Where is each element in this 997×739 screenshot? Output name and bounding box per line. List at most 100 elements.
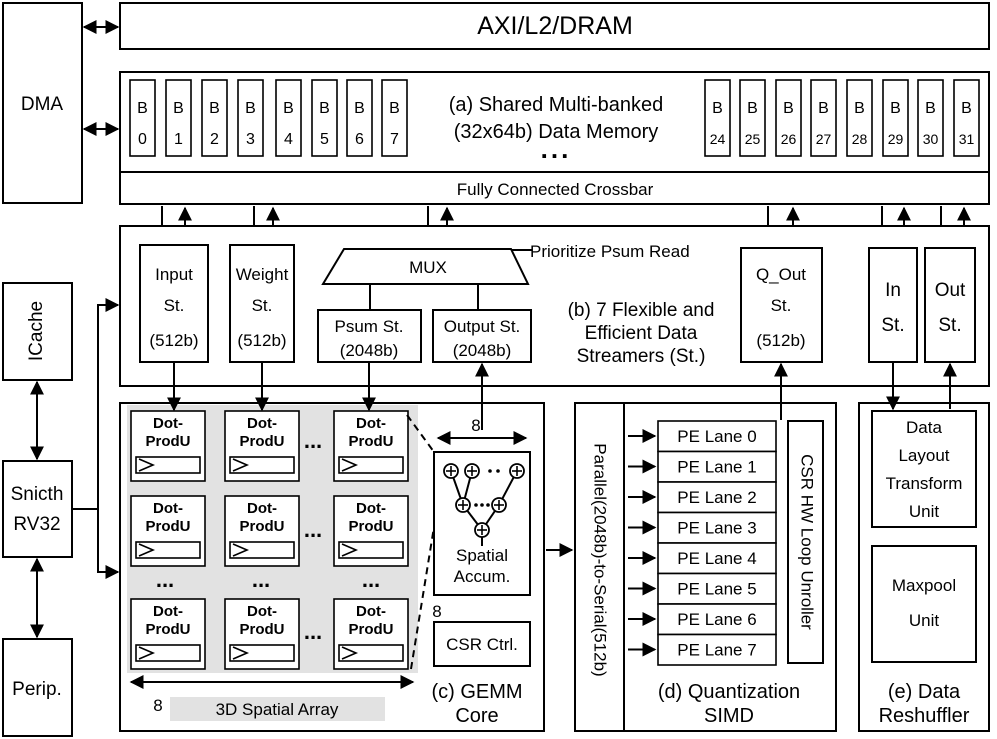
memory-bank-index: 26 [781, 131, 797, 147]
memory-bank: B1 [165, 79, 192, 157]
spatial-array-label: 3D Spatial Array [216, 700, 339, 719]
dot-prod-label-line1: Dot- [247, 500, 277, 517]
crossbar [119, 171, 990, 205]
memory-bank-index: 25 [745, 131, 761, 147]
memory-bank-prefix: B [319, 100, 330, 117]
pe-lane-label: PE Lane 1 [677, 458, 756, 477]
memory-bank-index: 5 [320, 131, 329, 148]
memory-bank-index: 28 [852, 131, 868, 147]
in-streamer-st: St. [881, 315, 904, 336]
psum-streamer-width: (2048b) [340, 341, 399, 360]
in-streamer [868, 247, 918, 363]
streamer-gemm-arrows [167, 362, 489, 430]
spatial-array-depth-label: 8 [432, 602, 441, 621]
in-streamer-name: In [885, 280, 901, 301]
q-out-streamer-st: St. [771, 296, 792, 315]
memory-bank-index: 1 [174, 131, 183, 148]
memory-bank-index: 6 [355, 131, 364, 148]
adder-icon [464, 463, 480, 479]
memory-bank: B2 [201, 79, 228, 157]
dot-product-unit: Dot-ProdU [333, 598, 409, 670]
dot-product-unit: Dot-ProdU [224, 495, 300, 567]
dot-prod-label-line1: Dot- [356, 603, 386, 620]
snitch-core [2, 460, 73, 558]
maxpool-line1: Maxpool [892, 576, 956, 595]
dot-product-unit-grid: Dot-ProdUDot-ProdUDot-ProdUDot-ProdUDot-… [130, 410, 409, 670]
pe-lane-label: PE Lane 0 [677, 427, 756, 446]
mux-label: MUX [409, 258, 447, 277]
memory-bank: B4 [275, 79, 302, 157]
memory-bank: B7 [381, 79, 408, 157]
streamers-title-line2: Efficient Data [585, 323, 698, 344]
maxpool-unit [871, 545, 977, 663]
array-width-label: 8 [153, 696, 162, 715]
memory-ellipsis: ... [541, 134, 572, 164]
adder-icon [474, 522, 490, 538]
memory-bank-prefix: B [854, 100, 865, 117]
memory-bank-index: 31 [959, 131, 975, 147]
memory-bank: B3 [237, 79, 264, 157]
dot-prod-label-line2: ProdU [146, 621, 191, 638]
axi-l2-dram-label: AXI/L2/DRAM [477, 12, 633, 40]
dot-prod-label-line1: Dot- [247, 415, 277, 432]
memory-bank-prefix: B [354, 100, 365, 117]
memory-bank-index: 7 [390, 131, 399, 148]
memory-bank-prefix: B [283, 100, 294, 117]
q-out-streamer-name: Q_Out [756, 265, 806, 284]
spatial-array-label-bg [170, 697, 385, 721]
input-streamer-name: Input [155, 265, 193, 284]
dot-prod-label-line2: ProdU [240, 518, 285, 535]
output-streamer-width: (2048b) [453, 341, 512, 360]
psum-streamer [317, 309, 422, 363]
register-icon [229, 644, 295, 662]
icache-block [2, 282, 73, 381]
pe-lane-label: PE Lane 7 [677, 641, 756, 660]
input-streamer-st: St. [164, 296, 185, 315]
pe-lane-label: PE Lane 6 [677, 610, 756, 629]
memory-bank-prefix: B [925, 100, 936, 117]
output-streamer [432, 309, 532, 363]
dot-prod-label-line1: Dot- [153, 500, 183, 517]
register-icon [135, 456, 201, 474]
pe-lane-label: PE Lane 3 [677, 519, 756, 538]
prioritize-psum-read-label: Prioritize Psum Read [530, 242, 690, 261]
adder-tree-icon [443, 463, 525, 546]
layout-line4: Unit [909, 502, 940, 521]
adder-icon [455, 497, 471, 513]
pe-lane-label: PE Lane 5 [677, 580, 756, 599]
weight-streamer-width: (512b) [237, 331, 286, 350]
input-streamer [139, 244, 209, 363]
pe-lanes: PE Lane 0PE Lane 1PE Lane 2PE Lane 3PE L… [628, 420, 777, 666]
memory-bank-prefix: B [818, 100, 829, 117]
memory-bank: B 25 [739, 79, 766, 157]
dot-prod-label-line1: Dot- [153, 415, 183, 432]
dot-prod-label-line2: ProdU [240, 433, 285, 450]
layout-line3: Transform [886, 474, 963, 493]
csr-hw-loop-unroller [787, 420, 824, 664]
dot-product-unit: Dot-ProdU [130, 495, 206, 567]
reshuffler-title-line2: Reshuffler [879, 705, 970, 727]
dot-prod-label-line1: Dot- [247, 603, 277, 620]
spatial-accum-line2: Accum. [454, 567, 511, 586]
adder-icon [443, 463, 459, 479]
pe-lane: PE Lane 6 [628, 603, 777, 636]
psum-streamer-name: Psum St. [335, 317, 404, 336]
q-out-streamer [740, 247, 823, 363]
q-out-streamer-width: (512b) [756, 331, 805, 350]
snitch-label-line1: Snicth [11, 484, 64, 505]
axi-l2-dram-bar [119, 2, 990, 50]
dot-prod-label-line1: Dot- [356, 415, 386, 432]
svg-text:...: ... [304, 619, 322, 644]
memory-bank-index: 29 [888, 131, 904, 147]
out-streamer [924, 247, 976, 363]
memory-bank-prefix: B [747, 100, 758, 117]
dot-product-unit: Dot-ProdU [333, 495, 409, 567]
pe-lane: PE Lane 4 [628, 542, 777, 575]
memory-bank-prefix: B [137, 100, 148, 117]
out-streamer-st: St. [938, 315, 961, 336]
dot-product-unit: Dot-ProdU [224, 410, 300, 482]
dot-prod-label-line2: ProdU [146, 433, 191, 450]
register-icon [338, 456, 404, 474]
